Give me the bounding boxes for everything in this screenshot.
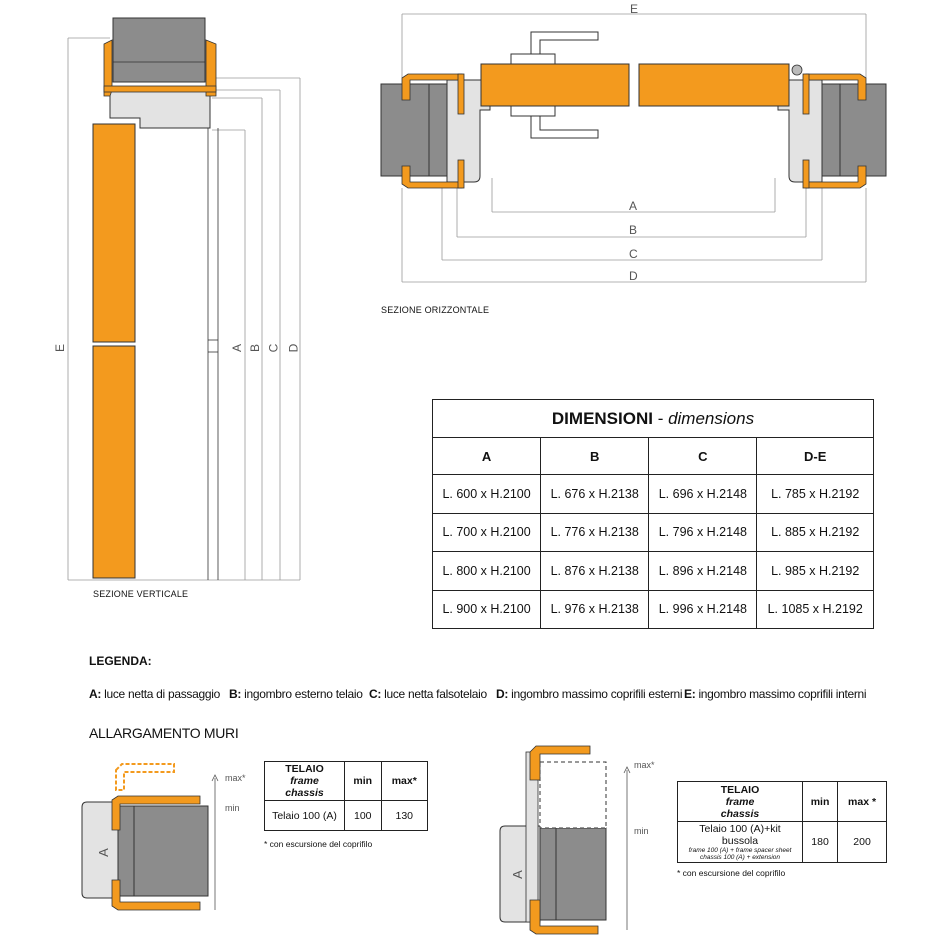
table-cell: 180 (801, 821, 839, 863)
legend-title: LEGENDA: (89, 654, 152, 668)
wall-block (112, 17, 206, 83)
table-cell: Telaio 100 (A) (264, 800, 345, 831)
min-label-right: min (634, 826, 649, 836)
dim-label-e-horizontal: E (630, 2, 639, 16)
dimensions-table: DIMENSIONI - dimensions A B C D-E L. 600… (431, 399, 874, 629)
legend-item-a: A: luce netta di passaggio (89, 687, 220, 701)
walls-table-1-header-max: max* (380, 761, 429, 801)
table-cell: L. 976 x H.2138 (540, 589, 650, 629)
table-cell: L. 885 x H.2192 (756, 512, 874, 552)
door-leaf-upper (92, 123, 136, 343)
dim-label-a-horizontal: A (629, 199, 638, 213)
max-label-right: max* (634, 760, 655, 770)
dim-label-c-horizontal: C (629, 247, 638, 261)
table-cell: L. 676 x H.2138 (540, 474, 650, 514)
table-row: Telaio 100 (A) 100 130 (264, 800, 429, 831)
door-handle-icon (510, 31, 599, 139)
table-header-c: C (648, 437, 758, 475)
table-cell: 130 (380, 800, 429, 831)
caption-vertical-section: SEZIONE VERTICALE (93, 589, 189, 599)
table-cell: L. 876 x H.2138 (540, 551, 650, 591)
table-cell: 100 (344, 800, 382, 831)
table-cell: L. 896 x H.2148 (648, 551, 758, 591)
table-header-b: B (540, 437, 650, 475)
table-row: L. 900 x H.2100 L. 976 x H.2138 L. 996 x… (431, 589, 874, 629)
table-row: L. 700 x H.2100 L. 776 x H.2138 L. 796 x… (431, 512, 874, 552)
table-cell: L. 900 x H.2100 (431, 589, 542, 629)
walls-note-2: * con escursione del coprifilo (677, 868, 786, 878)
legend-item-b: B: ingombro esterno telaio (229, 687, 363, 701)
door-leaf-right (638, 63, 790, 107)
table-cell: L. 1085 x H.2192 (756, 589, 874, 629)
caption-horizontal-section: SEZIONE ORIZZONTALE (381, 305, 490, 315)
dim-label-d-horizontal: D (629, 269, 638, 283)
casing-right (205, 39, 217, 97)
legend-item-c: C: luce netta falsotelaio (369, 687, 487, 701)
table-cell: L. 700 x H.2100 (431, 512, 542, 552)
min-label-left: min (225, 803, 240, 813)
legend-item-d: D: ingombro massimo coprifili esterni (496, 687, 683, 701)
table-header-a: A (431, 437, 542, 475)
door-leaf-lower (92, 345, 136, 579)
wall-letter-right: A (509, 870, 525, 879)
table-row: L. 600 x H.2100 L. 676 x H.2138 L. 696 x… (431, 474, 874, 514)
table-cell: L. 996 x H.2148 (648, 589, 758, 629)
table-cell: 200 (837, 821, 887, 863)
table-header-de: D-E (756, 437, 874, 475)
walls-table-2-header-min: min (801, 781, 839, 822)
door-leaf-left (480, 63, 630, 107)
max-label-left: max* (225, 773, 246, 783)
table-cell: L. 785 x H.2192 (756, 474, 874, 514)
walls-table-2-header-max: max * (837, 781, 887, 822)
walls-title: ALLARGAMENTO MURI (89, 725, 239, 741)
table-cell: L. 796 x H.2148 (648, 512, 758, 552)
legend-item-e: E: ingombro massimo coprifili interni (684, 687, 867, 701)
table-cell: L. 696 x H.2148 (648, 474, 758, 514)
table-title: DIMENSIONI - dimensions (432, 399, 874, 438)
dim-label-b-horizontal: B (629, 223, 638, 237)
walls-note-1: * con escursione del coprifilo (264, 839, 373, 849)
